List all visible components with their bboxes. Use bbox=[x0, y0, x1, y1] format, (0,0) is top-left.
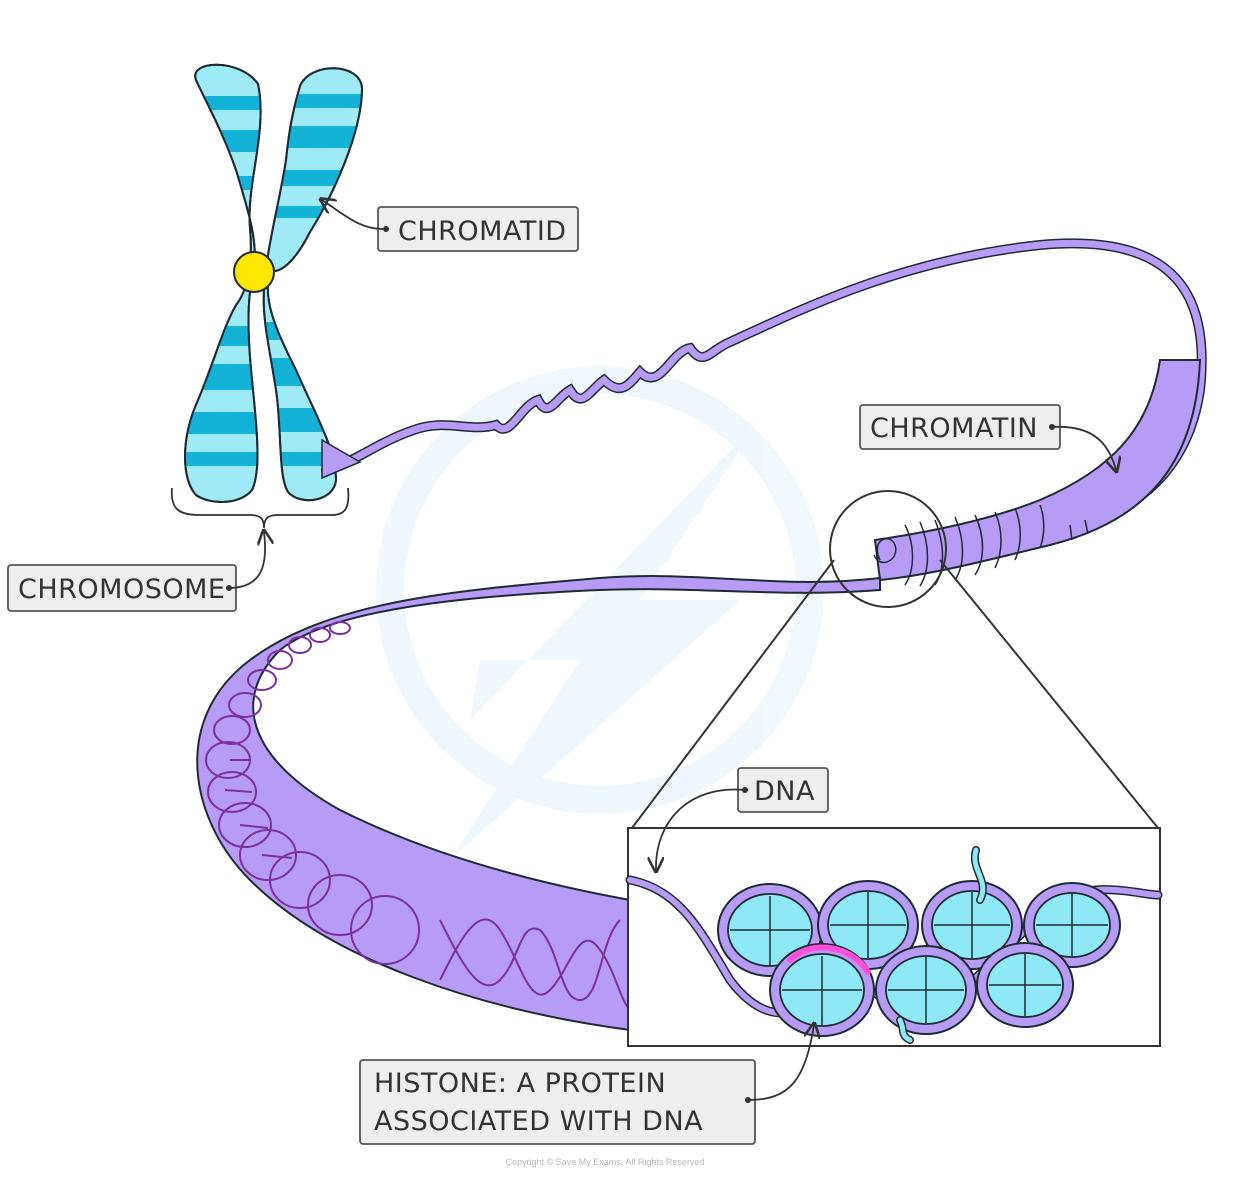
histone-highlight bbox=[787, 944, 871, 975]
nucleosome-7 bbox=[976, 942, 1074, 1028]
nucleosome-inset bbox=[625, 827, 1163, 1047]
label-chromatid-text: CHROMATID bbox=[398, 216, 567, 247]
nucleosome-4 bbox=[1023, 882, 1121, 968]
label-dna: DNA bbox=[656, 767, 829, 870]
zoom-indicator bbox=[631, 490, 1159, 829]
copyright-text: Copyright © Save My Exams. All Rights Re… bbox=[506, 1157, 705, 1167]
label-chromosome-text: CHROMOSOME bbox=[18, 574, 225, 605]
nucleosome-6 bbox=[875, 945, 977, 1035]
chromatin-dna-coils bbox=[205, 621, 631, 1011]
label-histone-line2: ASSOCIATED WITH DNA bbox=[374, 1106, 703, 1137]
nucleosome-3 bbox=[921, 880, 1023, 970]
label-dna-text: DNA bbox=[754, 776, 815, 807]
label-histone: HISTONE: A PROTEIN ASSOCIATED WITH DNA bbox=[359, 1025, 814, 1145]
centromere bbox=[233, 251, 275, 293]
chromosome bbox=[184, 63, 364, 503]
label-chromatid: CHROMATID bbox=[322, 200, 579, 252]
coil-spiral bbox=[873, 538, 897, 564]
chromatin-strand bbox=[196, 238, 1207, 1032]
nucleosome-5 bbox=[769, 943, 875, 1037]
zoom-circle bbox=[829, 490, 947, 608]
label-histone-line1: HISTONE: A PROTEIN bbox=[374, 1068, 666, 1099]
label-chromosome: CHROMOSOME bbox=[7, 487, 350, 612]
label-chromatin: CHROMATIN bbox=[859, 404, 1116, 470]
label-chromatin-text: CHROMATIN bbox=[870, 413, 1038, 444]
